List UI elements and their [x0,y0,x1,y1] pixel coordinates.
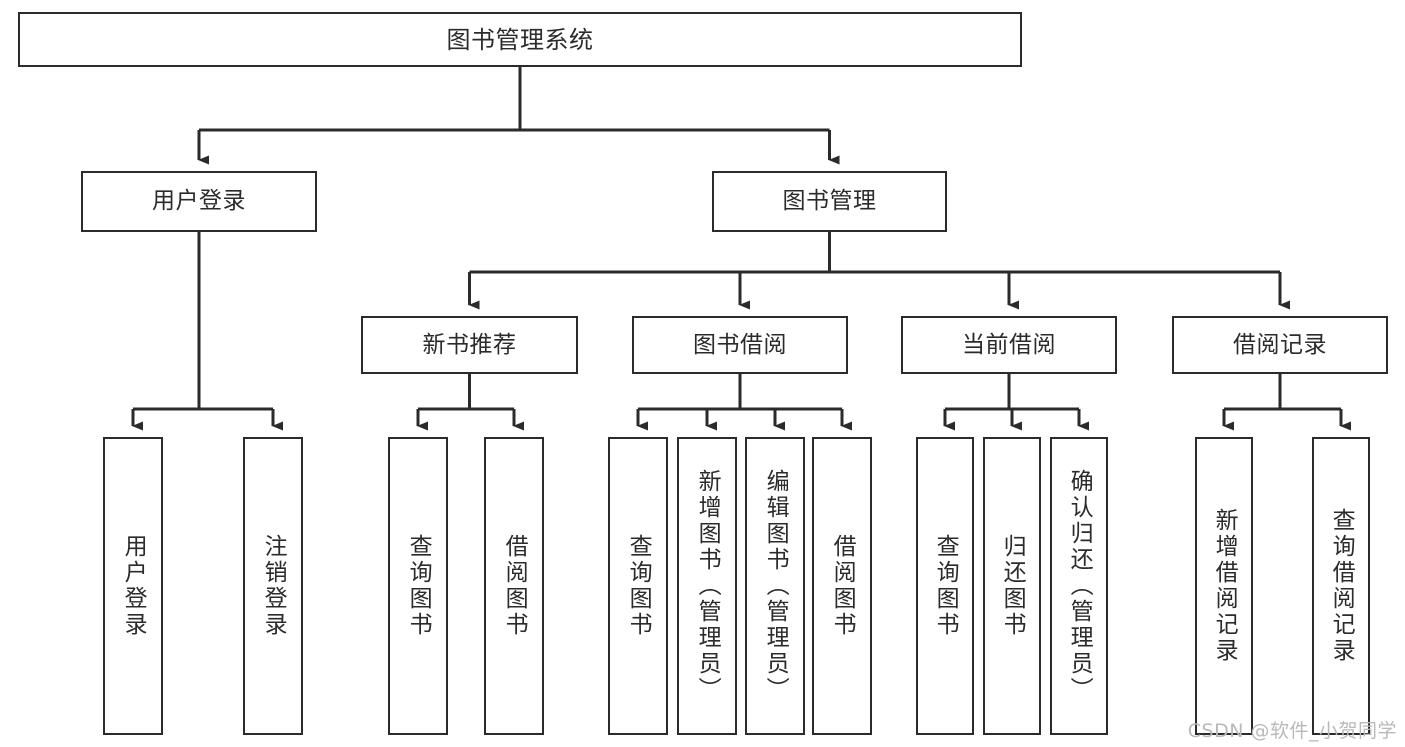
node-leaf-cur-return[interactable]: 归还图书 [983,437,1041,735]
node-label: 借阅记录 [1233,331,1327,358]
node-label: 新增借阅记录 [1211,508,1238,664]
node-label: 确认归还（管理员） [1066,469,1093,703]
node-leaf-rcd-query[interactable]: 查询借阅记录 [1312,437,1370,735]
node-label: 新增图书（管理员） [694,469,721,703]
node-label: 借阅图书 [501,534,528,638]
node-new-book-rec[interactable]: 新书推荐 [361,316,578,374]
node-label: 注销登录 [260,534,287,638]
node-leaf-rec-borrow[interactable]: 借阅图书 [484,437,544,735]
node-leaf-borrow-lend[interactable]: 借阅图书 [812,437,872,735]
node-leaf-rcd-add[interactable]: 新增借阅记录 [1195,437,1253,735]
node-current-borrow[interactable]: 当前借阅 [901,316,1117,374]
node-leaf-user-login[interactable]: 用户登录 [103,437,163,735]
node-label: 查询图书 [625,534,652,638]
node-leaf-borrow-edit[interactable]: 编辑图书（管理员） [745,437,805,735]
node-user-login[interactable]: 用户登录 [81,171,317,232]
node-leaf-cur-confirm[interactable]: 确认归还（管理员） [1050,437,1108,735]
node-label: 图书管理 [782,188,877,214]
node-label: 新书推荐 [422,331,517,358]
node-borrow-record[interactable]: 借阅记录 [1172,316,1388,374]
node-label: 查询图书 [405,534,432,638]
node-label: 图书借阅 [693,331,787,358]
node-label: 归还图书 [999,534,1026,638]
node-label: 查询图书 [932,534,959,638]
node-label: 当前借阅 [962,331,1056,358]
node-leaf-rec-query[interactable]: 查询图书 [388,437,448,735]
node-leaf-borrow-query[interactable]: 查询图书 [608,437,668,735]
node-book-borrow[interactable]: 图书借阅 [632,316,848,374]
node-book-manage[interactable]: 图书管理 [712,171,947,232]
node-label: 借阅图书 [829,534,856,638]
node-label: 用户登录 [152,188,246,214]
node-label: 查询借阅记录 [1328,508,1355,664]
node-leaf-user-logout[interactable]: 注销登录 [243,437,303,735]
node-root[interactable]: 图书管理系统 [18,12,1022,67]
node-leaf-cur-query[interactable]: 查询图书 [916,437,974,735]
node-leaf-borrow-add[interactable]: 新增图书（管理员） [677,437,737,735]
node-label: 编辑图书（管理员） [762,469,789,703]
node-label: 用户登录 [120,534,147,638]
node-label: 图书管理系统 [446,25,594,54]
